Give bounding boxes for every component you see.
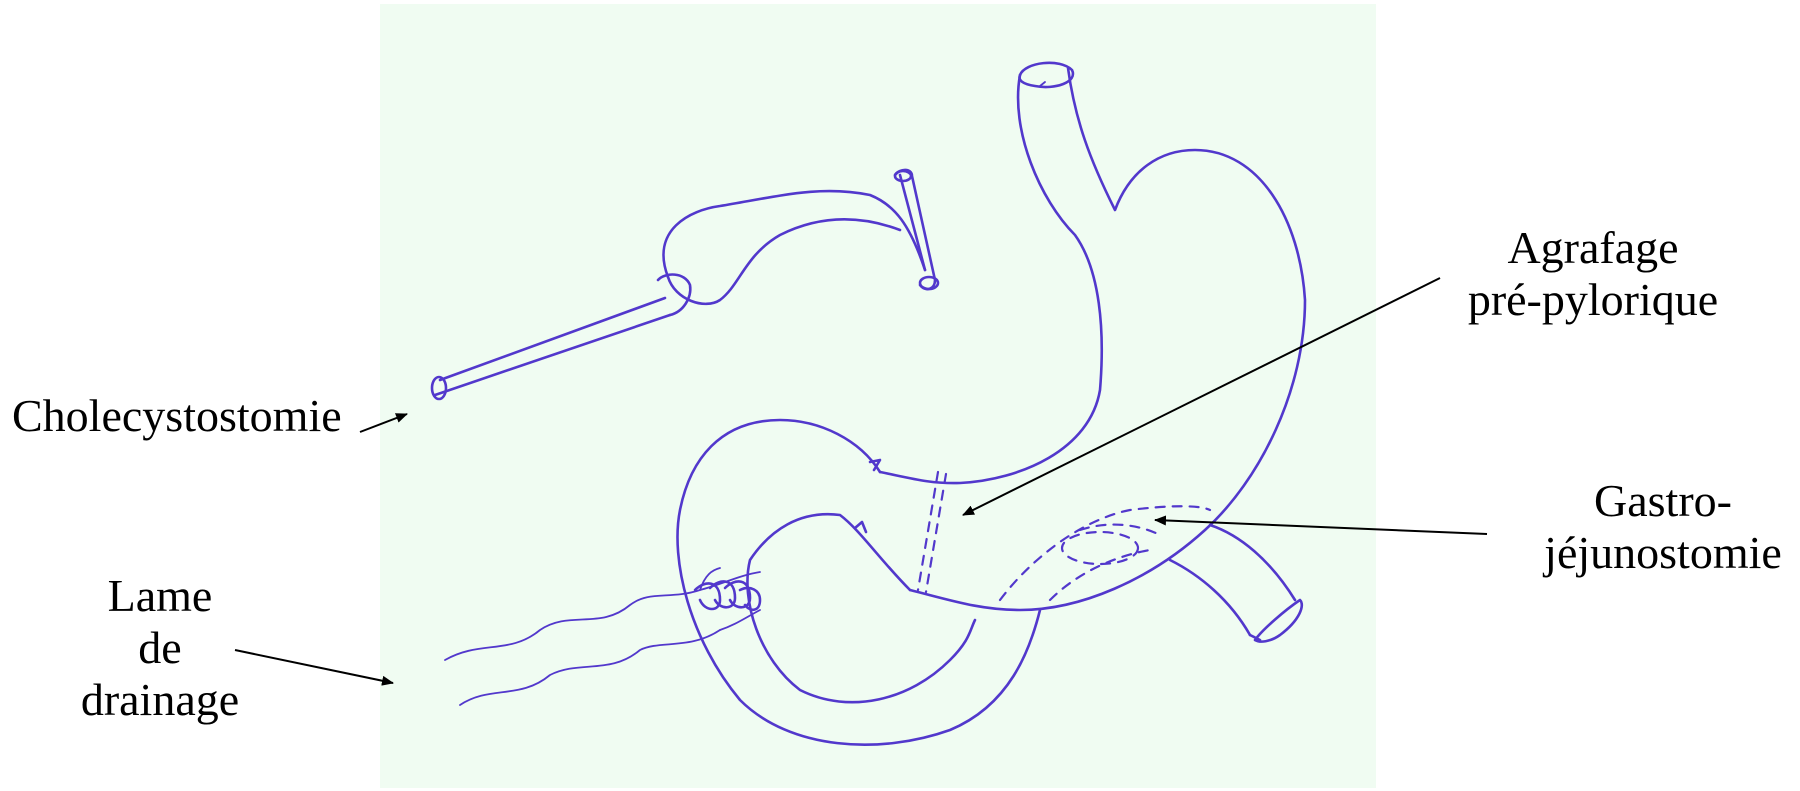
label-lame-drainage: Lame de drainage <box>70 570 250 726</box>
agrafage-line1: Agrafage <box>1460 222 1726 274</box>
stomach-drawing <box>880 63 1305 610</box>
prepyloric-staple-line <box>918 472 946 592</box>
annotation-arrows <box>235 278 1487 683</box>
lame-line3: drainage <box>70 674 250 726</box>
cholecystostomie-text: Cholecystostomie <box>12 390 342 441</box>
cholecystostomy-tube <box>432 275 690 399</box>
label-agrafage: Agrafage pré-pylorique <box>1460 222 1726 326</box>
arrow-cholecystostomie <box>360 414 407 432</box>
label-cholecystostomie: Cholecystostomie <box>12 390 342 442</box>
gastro-line1: Gastro- <box>1530 475 1796 527</box>
arrow-agrafage <box>963 278 1440 515</box>
gastrojejunostomy-drawing <box>1000 506 1302 641</box>
agrafage-line2: pré-pylorique <box>1460 274 1726 326</box>
label-gastrojejunostomie: Gastro- jéjunostomie <box>1530 475 1796 579</box>
lame-line1: Lame <box>70 570 250 622</box>
drainage-blades <box>445 568 760 705</box>
gastro-line2: jéjunostomie <box>1530 527 1796 579</box>
arrow-lame-drainage <box>235 650 393 683</box>
lame-line2: de <box>70 622 250 674</box>
gallbladder-drawing <box>664 170 938 304</box>
